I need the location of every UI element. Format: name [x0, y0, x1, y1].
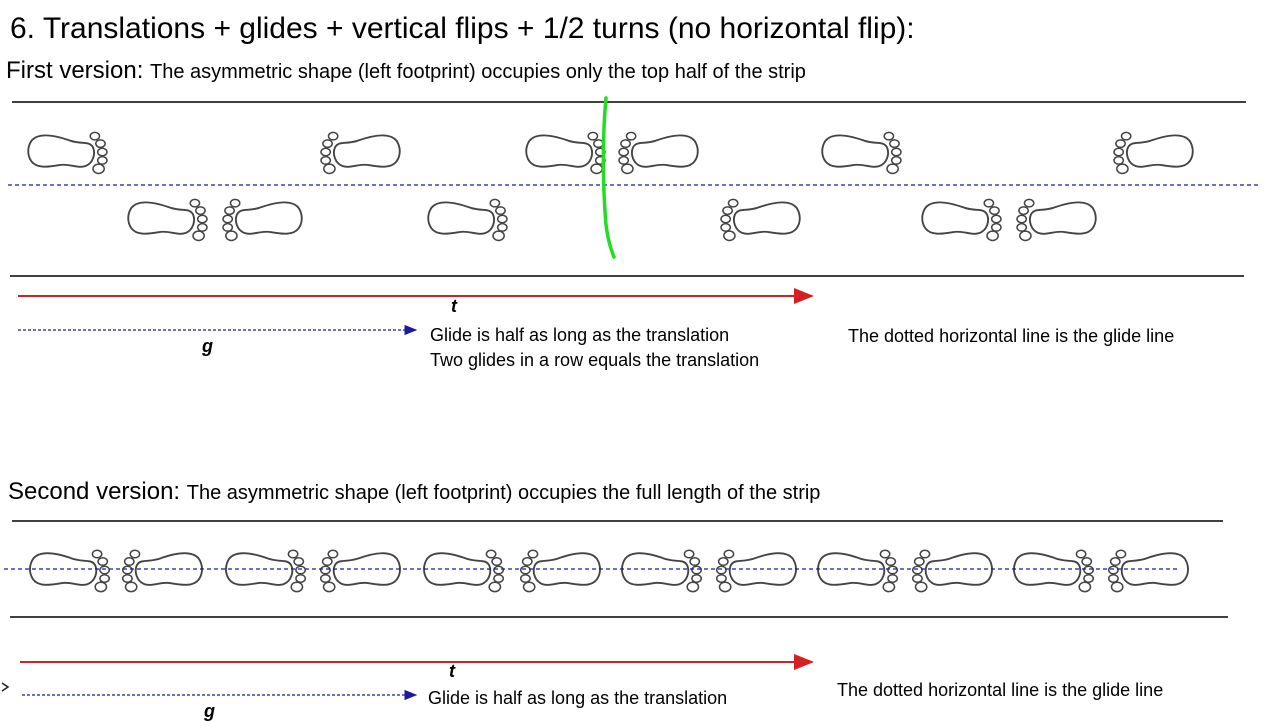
footprint-icon: [121, 549, 203, 593]
heading-lead: Second version:: [8, 478, 181, 505]
glide-note: Glide is half as long as the translation: [428, 688, 728, 708]
footprint-icon: [127, 198, 208, 242]
footprint-icon: [423, 549, 505, 593]
footprint-icon: [720, 198, 801, 242]
footprint-icon: [320, 131, 401, 175]
page-title: 6. Translations + glides + vertical flip…: [10, 12, 915, 45]
footprint-icon: [1113, 131, 1194, 175]
translation-label: t: [451, 296, 457, 316]
footprint-icon: [525, 131, 606, 175]
footprint-icon: [817, 549, 899, 593]
glide-label: g: [202, 336, 213, 356]
footprint-icon: [1013, 549, 1095, 593]
glide-line-note: The dotted horizontal line is the glide …: [837, 680, 1164, 700]
footprint-icon: [519, 549, 601, 593]
footprints-bottom-row: [127, 198, 1097, 242]
footprint-icon: [821, 131, 902, 175]
translation-label: t: [449, 661, 455, 681]
footprint-icon: [1107, 549, 1189, 593]
heading-lead: First version:: [6, 57, 144, 84]
footprint-icon: [29, 549, 111, 593]
glide-label: g: [204, 701, 215, 721]
footprint-icon: [225, 549, 307, 593]
glide-note: Glide is half as long as the translation: [430, 325, 730, 345]
cursor-icon: [1, 682, 10, 692]
footprint-icon: [911, 549, 993, 593]
footprint-icon: [222, 198, 303, 242]
glide-note-two: Two glides in a row equals the translati…: [430, 350, 760, 370]
footprint-icon: [1016, 198, 1097, 242]
footprint-icon: [27, 131, 108, 175]
glide-line-note: The dotted horizontal line is the glide …: [848, 326, 1175, 346]
footprint-icon: [715, 549, 797, 593]
footprints-full-strip: [29, 549, 1189, 593]
section-heading-second: Second version: The asymmetric shape (le…: [8, 480, 820, 504]
footprint-icon: [427, 198, 508, 242]
mirror-line: [601, 96, 616, 259]
footprints-top-row: [27, 131, 1194, 175]
heading-description: The asymmetric shape (left footprint) oc…: [186, 482, 821, 504]
footprint-icon: [618, 131, 699, 175]
footprint-icon: [921, 198, 1002, 242]
footprint-icon: [319, 549, 401, 593]
heading-description: The asymmetric shape (left footprint) oc…: [150, 61, 806, 83]
footprint-icon: [621, 549, 703, 593]
section-heading-first: First version: The asymmetric shape (lef…: [6, 59, 806, 83]
